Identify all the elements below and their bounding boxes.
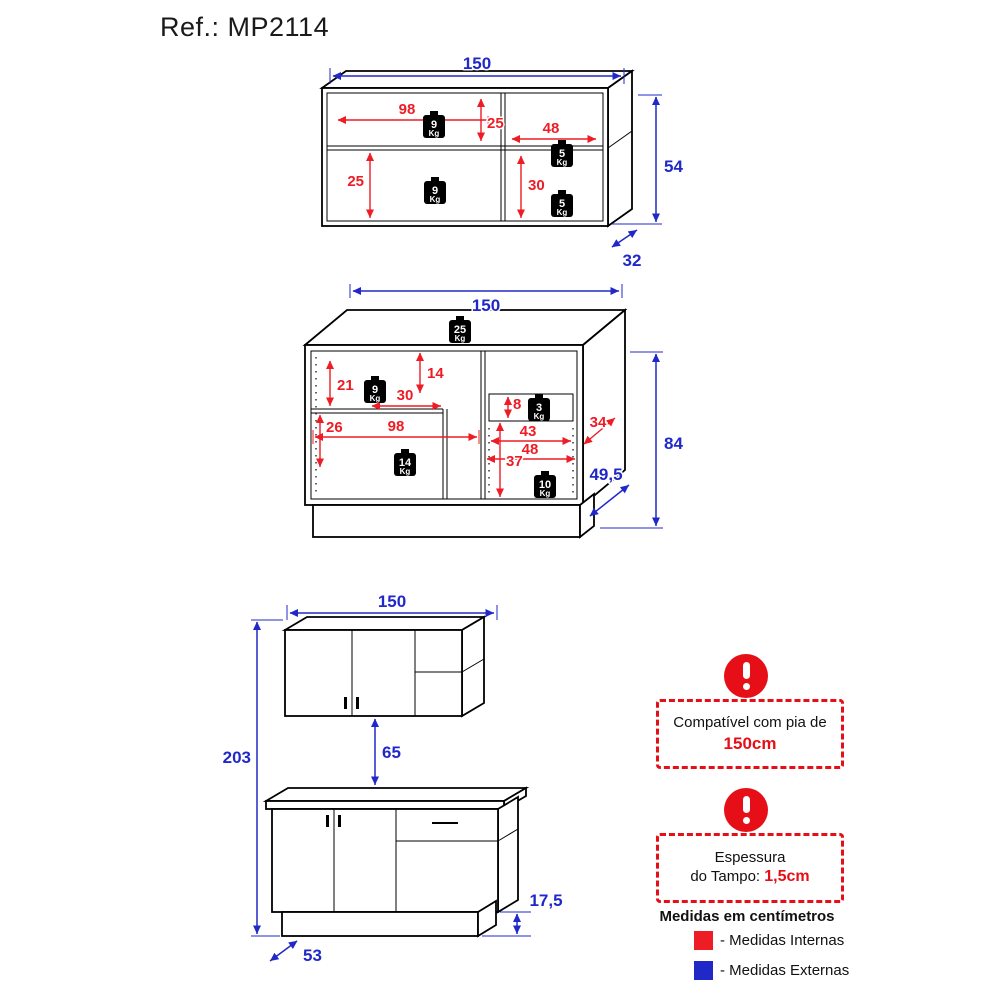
dim-label: 21 — [337, 377, 354, 394]
dim-label: 48 — [522, 441, 539, 458]
dim-label-width: 150 — [472, 296, 500, 315]
legend-internal-row: - Medidas Internas — [694, 931, 844, 950]
dim-label: 34 — [590, 414, 607, 431]
weight-badge: 5 Kg — [551, 140, 573, 167]
note-text-part: do Tampo: — [690, 868, 761, 886]
svg-text:25: 25 — [454, 324, 466, 336]
weight-badge: 9 Kg — [424, 177, 446, 204]
svg-text:Kg: Kg — [430, 195, 441, 204]
note-text: do Tampo: 1,5cm — [690, 867, 809, 887]
dim-label-depth: 53 — [303, 946, 322, 965]
svg-text:Kg: Kg — [429, 129, 440, 138]
note-text: Espessura — [714, 848, 786, 866]
base-cabinet-drawing: 150 84 49,5 14 21 30 98 26 8 43 48 37 34 — [302, 284, 685, 539]
plinth — [312, 504, 581, 538]
upper-cabinet-drawing: 150 54 32 98 25 48 25 30 9 Kg 5 Kg — [319, 53, 685, 272]
legend-internal-label: - Medidas Internas — [720, 932, 845, 949]
note-text: Compatível com pia de — [673, 714, 827, 731]
dim-label-plinth: 17,5 — [529, 891, 562, 910]
note-value: 1,5cm — [764, 868, 810, 886]
countertop-thickness-note: Espessura do Tampo: 1,5cm — [656, 833, 844, 903]
weight-badge: 10 Kg — [534, 471, 556, 498]
svg-text:Kg: Kg — [534, 412, 545, 421]
dim-label: 98 — [399, 101, 416, 118]
svg-text:9: 9 — [431, 119, 437, 131]
dim-label-depth: 32 — [623, 251, 642, 270]
cabinet-right-face — [607, 69, 633, 228]
dim-label: 8 — [513, 396, 521, 413]
legend-units-label: Medidas em centímetros — [659, 908, 835, 925]
dim-label: 48 — [543, 120, 560, 137]
svg-text:Kg: Kg — [557, 158, 568, 167]
legend-external-label: - Medidas Externas — [720, 962, 850, 979]
counter-cabinet — [271, 808, 499, 913]
weight-badge: 25 Kg — [449, 316, 471, 343]
weight-badge: 14 Kg — [394, 449, 416, 476]
dim-label-width: 150 — [378, 592, 406, 611]
dim-label-depth: 49,5 — [589, 465, 622, 484]
svg-text:5: 5 — [559, 198, 565, 210]
dim-label: 26 — [326, 419, 343, 436]
svg-text:Kg: Kg — [557, 208, 568, 217]
dim-label: 30 — [528, 177, 545, 194]
svg-text:Kg: Kg — [540, 489, 551, 498]
external-color-swatch — [694, 961, 713, 980]
svg-text:10: 10 — [539, 479, 551, 491]
plinth — [281, 911, 479, 937]
svg-text:3: 3 — [536, 402, 542, 414]
svg-text:Kg: Kg — [400, 467, 411, 476]
sink-compatibility-note: Compatível com pia de 150cm — [656, 699, 844, 769]
dim-label-height: 54 — [664, 157, 683, 176]
dim-label: 25 — [487, 115, 504, 132]
svg-text:Kg: Kg — [455, 334, 466, 343]
dim-label: 37 — [506, 453, 523, 470]
dim-label-total-height: 203 — [223, 748, 251, 767]
cabinet-top-face — [319, 70, 635, 89]
dim-label: 30 — [397, 387, 414, 404]
weight-badge: 9 Kg — [423, 111, 445, 138]
dim-label: 98 — [388, 418, 405, 435]
note-value: 150cm — [723, 733, 777, 753]
svg-text:5: 5 — [559, 148, 565, 160]
svg-text:9: 9 — [432, 185, 438, 197]
svg-text:14: 14 — [399, 457, 412, 469]
warning-icon — [724, 788, 768, 832]
weight-badge: 5 Kg — [551, 190, 573, 217]
svg-text:Kg: Kg — [370, 394, 381, 403]
svg-text:9: 9 — [372, 384, 378, 396]
dim-label: 43 — [520, 423, 537, 440]
dim-label-height: 84 — [664, 434, 683, 453]
legend-external-row: - Medidas Externas — [694, 961, 849, 980]
weight-badge: 3 Kg — [528, 394, 550, 421]
dim-label: 25 — [347, 173, 364, 190]
assembly-drawing: 150 203 65 17,5 53 — [221, 591, 564, 967]
countertop — [265, 800, 505, 810]
dim-label-width: 150 — [463, 54, 491, 73]
internal-color-swatch — [694, 931, 713, 950]
dim-label: 14 — [427, 365, 444, 382]
weight-badge: 9 Kg — [364, 376, 386, 403]
dim-label-gap: 65 — [382, 743, 401, 762]
warning-icon — [724, 654, 768, 698]
reference-title: Ref.: MP2114 — [160, 12, 330, 42]
wall-cabinet — [284, 629, 463, 717]
